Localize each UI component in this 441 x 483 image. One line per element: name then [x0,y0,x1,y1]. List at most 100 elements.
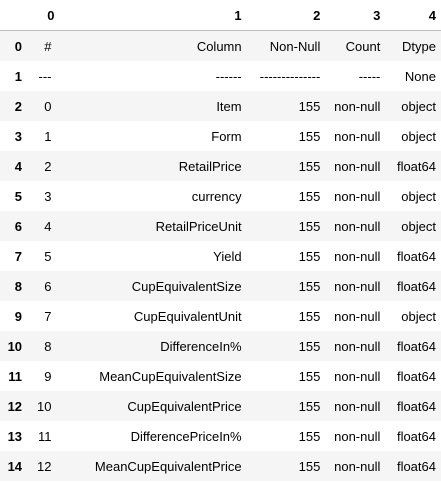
table-cell-col-2: 155 [298,428,321,444]
table-cell-col-1: ------ [215,68,242,84]
table-cell-col-4: Dtype [402,38,436,54]
row-index: 2 [14,98,23,114]
row-index: 13 [7,428,23,444]
table-cell-col-4: float64 [396,338,436,354]
column-header-2: 2 [246,0,326,31]
row-index: 4 [14,158,23,174]
header-row: 0 1 2 3 4 [0,0,441,31]
table-row: 12 10 CupEquivalentPrice 155 non-null float64 [0,391,441,421]
table-cell-col-1: MeanCupEquivalentSize [99,368,242,384]
table-cell-col-1: Form [211,128,242,144]
table-row: 13 11 DifferencePriceIn% 155 non-null float64 [0,421,441,451]
table-cell-col-0: 2 [44,158,52,174]
table-cell-col-2: 155 [298,158,321,174]
table-row: 5 3 currency 155 non-null object [0,181,441,211]
table-cell-col-3: non-null [334,368,381,384]
table-cell-col-4: float64 [396,428,436,444]
table-cell-col-1: currency [191,188,242,204]
table-cell-col-2: 155 [298,398,321,414]
table-cell-col-1: MeanCupEquivalentPrice [94,458,242,474]
table-cell-col-0: 4 [44,218,52,234]
table-cell-col-0: 8 [44,338,52,354]
table-cell-col-0: 3 [44,188,52,204]
table-cell-col-0: 9 [44,368,52,384]
table-cell-col-0: 10 [37,398,52,414]
column-header-3: 3 [325,0,386,31]
table-cell-col-3: non-null [334,248,381,264]
table-cell-col-1: DifferencePriceIn% [130,428,242,444]
table-cell-col-2: 155 [298,308,321,324]
table-cell-col-3: non-null [334,398,381,414]
table-cell-col-2: 155 [298,188,321,204]
table-cell-col-2: 155 [298,278,321,294]
table-cell-col-3: ----- [358,68,381,84]
table-cell-col-0: 7 [44,308,52,324]
table-cell-col-4: object [401,98,436,114]
row-index: 3 [14,128,23,144]
row-index: 14 [7,458,23,474]
table-cell-col-3: non-null [334,338,381,354]
row-index: 12 [7,398,23,414]
table-cell-col-2: -------------- [259,68,321,84]
table-cell-col-1: DifferenceIn% [160,338,242,354]
table-cell-col-3: non-null [334,188,381,204]
table-cell-col-0: 12 [37,458,52,474]
row-index: 10 [7,338,23,354]
row-index: 9 [14,308,23,324]
table-header: 0 1 2 3 4 [0,0,441,31]
row-index: 8 [14,278,23,294]
table-cell-col-0: 5 [44,248,52,264]
table-cell-col-4: float64 [396,368,436,384]
table-cell-col-1: CupEquivalentUnit [133,308,242,324]
table-cell-col-0: 6 [44,278,52,294]
table-row: 1----------------------------None [0,61,441,91]
table-cell-col-2: 155 [298,98,321,114]
column-header-0: 0 [32,0,60,31]
index-header [0,0,33,31]
table-cell-col-0: --- [38,68,52,84]
table-cell-col-0: 11 [38,428,52,444]
table-cell-col-2: 155 [298,218,321,234]
row-index: 1 [14,68,23,84]
table-cell-col-4: object [401,188,436,204]
table-cell-col-4: object [401,308,436,324]
table-cell-col-4: float64 [396,158,436,174]
table-cell-col-1: CupEquivalentPrice [127,398,242,414]
table-cell-col-1: RetailPrice [178,158,242,174]
table-cell-col-2: 155 [298,128,321,144]
table-cell-col-0: 0 [44,98,52,114]
column-header-1: 1 [59,0,247,31]
table-cell-col-4: object [401,218,436,234]
table-cell-col-4: float64 [396,458,436,474]
table-cell-col-1: Yield [213,248,242,264]
table-cell-col-2: Non-Null [269,38,321,54]
table-cell-col-3: non-null [334,278,381,294]
table-cell-col-3: Count [345,38,381,54]
table-cell-col-1: CupEquivalentSize [131,278,242,294]
table-cell-col-2: 155 [298,368,321,384]
column-header-4: 4 [385,0,441,31]
table-cell-col-4: float64 [396,398,436,414]
row-index: 5 [14,188,23,204]
table-cell-col-2: 155 [298,248,321,264]
table-cell-col-3: non-null [334,458,381,474]
table-cell-col-4: float64 [396,248,436,264]
table-cell-col-1: Column [196,38,242,54]
table-cell-col-4: object [401,128,436,144]
table-cell-col-3: non-null [334,218,381,234]
table-cell-col-1: RetailPriceUnit [155,218,242,234]
row-index: 0 [14,38,23,54]
table-cell-col-3: non-null [334,428,381,444]
